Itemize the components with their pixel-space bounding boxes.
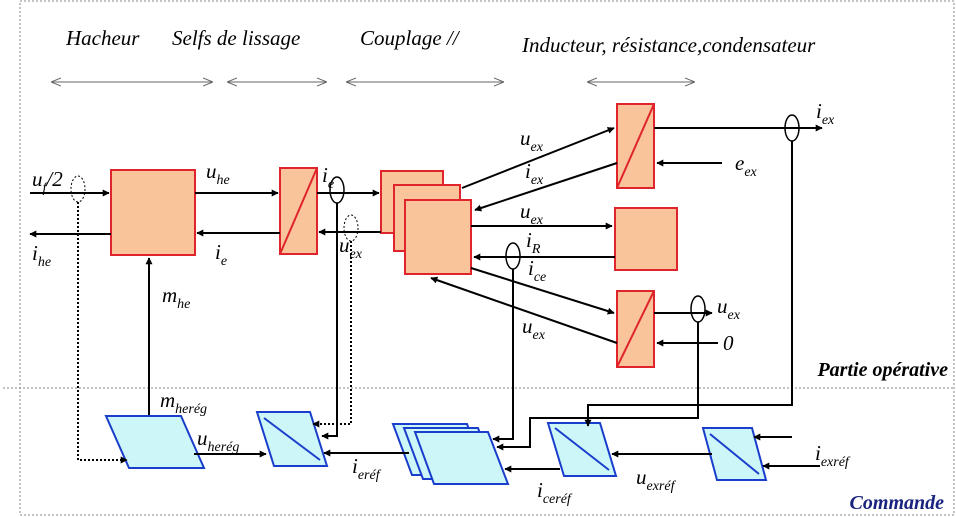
feedback-ie <box>321 203 338 440</box>
label-zero: 0 <box>723 331 734 355</box>
selfs-block-diagonal <box>279 167 318 255</box>
label-uex-inducteur: uex <box>520 126 544 155</box>
label-iex-out: iex <box>816 99 835 128</box>
label-ieref: ieréf <box>352 454 382 483</box>
iex-control-1-diagonal <box>554 427 610 471</box>
hacheur-block <box>110 169 196 256</box>
label-ihe: ihe <box>32 241 51 270</box>
wire-iex-return <box>474 162 618 212</box>
label-mhereg: mherég <box>160 388 207 417</box>
selfs-control-diagonal <box>263 417 321 461</box>
condensateur-block-diagonal <box>616 290 655 368</box>
label-uhereg: uherég <box>197 426 239 455</box>
feedback-iex <box>584 141 793 427</box>
label-uexref: uexréf <box>636 465 677 494</box>
inducteur-block-diagonal <box>616 103 655 189</box>
feedback-iR <box>492 269 514 443</box>
label-partie-operative: Partie opérative <box>816 359 948 381</box>
label-uex-condensateur: uex <box>522 314 546 343</box>
feedback-uex-out <box>496 322 699 451</box>
sensor-uf2 <box>70 175 86 203</box>
wire-ice <box>470 267 615 315</box>
wire-uex-inducteur <box>461 127 615 189</box>
hacheur-control-block <box>104 415 206 469</box>
label-uex-couplage: uex <box>339 233 363 262</box>
wire-uex-condensateur-return <box>430 276 618 344</box>
label-uex-out: uex <box>717 294 741 323</box>
couplage-block-3 <box>404 199 472 275</box>
label-iexref: iexréf <box>815 441 851 470</box>
header-inducteur: Inducteur, résistance,condensateur <box>521 33 816 57</box>
label-uf2: uf/2 <box>32 167 63 196</box>
label-commande: Commande <box>850 492 945 514</box>
header-selfs: Selfs de lissage <box>172 26 300 50</box>
label-mhe: mhe <box>162 283 190 312</box>
label-ie-forward: ie <box>322 163 334 192</box>
feedback-uex-couplage <box>312 241 352 428</box>
iex-control-2-diagonal <box>709 433 760 475</box>
label-iceref: iceréf <box>537 478 573 507</box>
sensor-uex-couplage <box>343 214 359 242</box>
label-uhe: uhe <box>206 159 230 188</box>
header-couplage: Couplage // <box>360 26 461 50</box>
label-eex: eex <box>735 151 758 180</box>
label-uex-resistance: uex <box>520 199 544 228</box>
label-iex-return: iex <box>525 159 544 188</box>
label-ice: ice <box>528 256 546 285</box>
header-hacheur: Hacheur <box>65 26 140 50</box>
label-iR: iR <box>526 228 541 257</box>
label-ie-back: ie <box>215 240 227 269</box>
couplage-control-3 <box>413 431 510 485</box>
feedback-uf2 <box>77 202 128 464</box>
sensor-uex-out <box>690 295 706 323</box>
resistance-block <box>614 207 678 271</box>
